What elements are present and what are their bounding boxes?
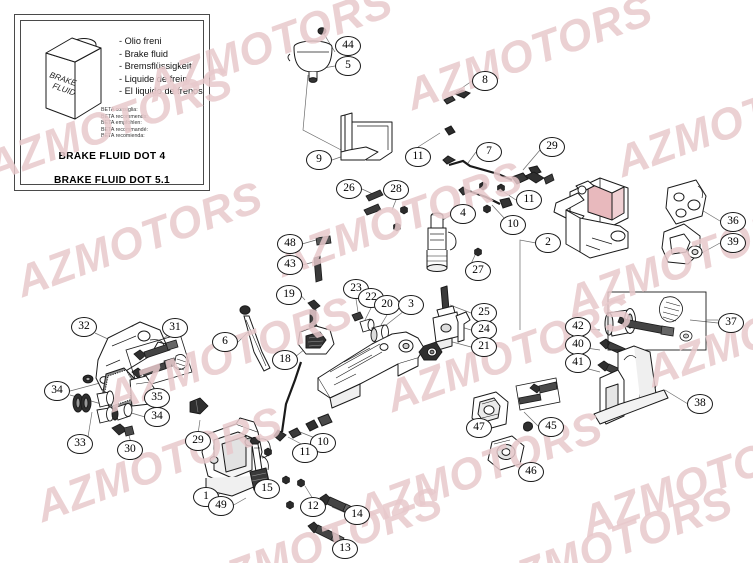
callout-brake-hose[interactable]: 7: [476, 142, 502, 162]
callout-brake-pedal[interactable]: 3: [398, 295, 424, 315]
fluid-lang-de: - Bremsflüssigkeit: [119, 61, 192, 72]
fluid-language-list: - Olio freni - Brake fluid - Bremsflüssi…: [119, 35, 203, 98]
callout-washer-seal-b[interactable]: 11: [516, 190, 542, 210]
dot4-spec-label: BRAKE FLUID DOT 4: [58, 151, 166, 162]
callout-pin-kit-45[interactable]: 45: [538, 417, 564, 437]
rear-brake-caliper-art: [553, 177, 629, 259]
callout-washer-seal-a[interactable]: 11: [405, 147, 431, 167]
callout-bracket-18[interactable]: 18: [272, 350, 298, 370]
fluid-lang-en: - Brake fluid: [119, 48, 169, 59]
callout-seal-kit-37[interactable]: 37: [718, 313, 744, 333]
brake-fluid-info-box: BRAKE FLUID - Olio freni - Brake fluid -…: [14, 14, 210, 191]
spring-19-art: [307, 299, 321, 329]
bush-23-art: [351, 311, 364, 322]
brake-pads-38-art: [593, 345, 669, 425]
callout-banjo-bolt-lower[interactable]: 10: [500, 215, 526, 235]
callout-cap-46[interactable]: 46: [518, 462, 544, 482]
brake-fluid-bottle-illustration: BRAKE FLUID: [45, 37, 102, 120]
callout-reservoir-cap[interactable]: 44: [335, 36, 361, 56]
master-cylinder-assembly-art: [201, 417, 271, 497]
callout-seal-34b[interactable]: 34: [144, 407, 170, 427]
callout-rear-brake-caliper[interactable]: 2: [535, 233, 561, 253]
cap-46-art: [487, 421, 533, 471]
beta-recommendation-list: BETA consiglia: BETA recommends: BETA em…: [101, 107, 148, 140]
callout-hose-6[interactable]: 6: [212, 332, 238, 352]
fluid-lang-it: - Olio freni: [119, 36, 162, 46]
callout-switch-15[interactable]: 15: [254, 479, 280, 499]
callout-caliper-body-32[interactable]: 32: [71, 317, 97, 337]
caliper-bracket-36-art: [665, 179, 707, 225]
dot51-spec-label: BRAKE FLUID DOT 5.1: [53, 175, 171, 186]
callout-seal-34a[interactable]: 34: [44, 381, 70, 401]
brake-hose-art: [442, 89, 542, 209]
master-cylinder-piston-art: [426, 212, 457, 272]
callout-bolt-13[interactable]: 13: [332, 539, 358, 559]
callout-bolt-40[interactable]: 40: [565, 335, 591, 355]
callout-banjo-bolt-upper[interactable]: 8: [472, 71, 498, 91]
lower-brake-hose-art: [264, 361, 333, 457]
callout-caliper-bracket-39[interactable]: 39: [720, 233, 746, 253]
pin-kit-45-art: [515, 377, 561, 411]
callout-pin-43[interactable]: 43: [277, 255, 303, 275]
brake-fluid-reservoir-art: [287, 27, 333, 83]
callout-caliper-bracket-36[interactable]: 36: [720, 212, 746, 232]
bush-20-art: [370, 324, 389, 343]
callout-nut-28[interactable]: 28: [383, 180, 409, 200]
reservoir-bracket-art: [340, 112, 393, 161]
caliper-bracket-39-art: [661, 223, 703, 265]
beta-line-de: BETA empfohlen:: [101, 120, 142, 127]
callout-bleed-screw-30[interactable]: 30: [117, 440, 143, 460]
bracket-18-art: [297, 325, 335, 355]
callout-reservoir-bracket[interactable]: 9: [306, 150, 332, 170]
beta-line-en: BETA recommends:: [101, 113, 148, 120]
beta-line-es: BETA recomienda:: [101, 133, 145, 140]
beta-line-it: BETA consiglia:: [101, 107, 138, 113]
callout-mount-47[interactable]: 47: [466, 418, 492, 438]
callout-brake-pads-38[interactable]: 38: [687, 394, 713, 414]
leader-lines: [69, 33, 721, 543]
beta-line-fr: BETA recommandé:: [101, 126, 149, 133]
seal-34a-art: [82, 374, 94, 384]
callout-nut-12[interactable]: 12: [300, 497, 326, 517]
fluid-lang-es: - El liquido de frenos: [119, 86, 203, 97]
callout-seal-set-33[interactable]: 33: [67, 434, 93, 454]
callout-screw-kit-31[interactable]: 31: [162, 318, 188, 338]
pedal-pivot-25-art: [432, 285, 461, 351]
bleed-screw-30-art: [111, 423, 135, 437]
callout-bleed-nipple[interactable]: 29: [539, 137, 565, 157]
callout-hose-clamp-49[interactable]: 49: [208, 496, 234, 516]
hose-6-art: [239, 305, 271, 372]
seal-34b-art: [111, 403, 133, 421]
callout-screw-26[interactable]: 26: [336, 179, 362, 199]
callout-bleed-nipple-29b[interactable]: 29: [185, 431, 211, 451]
callout-clip-48[interactable]: 48: [277, 234, 303, 254]
callout-spring-19[interactable]: 19: [276, 285, 302, 305]
brake-pedal-art: [317, 331, 425, 409]
callout-brake-pads-35[interactable]: 35: [144, 388, 170, 408]
seal-set-33-art: [72, 390, 114, 424]
callout-nut-21[interactable]: 21: [471, 337, 497, 357]
callout-bolt-14[interactable]: 14: [344, 505, 370, 525]
small-fasteners-art: [313, 181, 487, 283]
seal-kit-37-art: [607, 291, 718, 351]
fluid-lang-fr: - Liquide de frein: [119, 73, 188, 84]
bleed-nipple-art: [524, 171, 555, 185]
bleed-nipple-29b-art: [189, 397, 209, 415]
callout-washer-27[interactable]: 27: [465, 261, 491, 281]
callout-master-cylinder-piston[interactable]: 4: [450, 204, 476, 224]
brake-fluid-info-box-inner-frame: BRAKE FLUID - Olio freni - Brake fluid -…: [20, 20, 204, 186]
callout-washer-seal-c[interactable]: 11: [292, 443, 318, 463]
callout-bushing-42[interactable]: 42: [565, 317, 591, 337]
screw-kit-31-art: [125, 333, 193, 389]
callout-bush-20[interactable]: 20: [374, 295, 400, 315]
callout-brake-fluid-reservoir[interactable]: 5: [335, 56, 361, 76]
nut-21-art: [418, 341, 443, 361]
bracket-24-art: [455, 311, 471, 343]
callout-bolt-41[interactable]: 41: [565, 353, 591, 373]
